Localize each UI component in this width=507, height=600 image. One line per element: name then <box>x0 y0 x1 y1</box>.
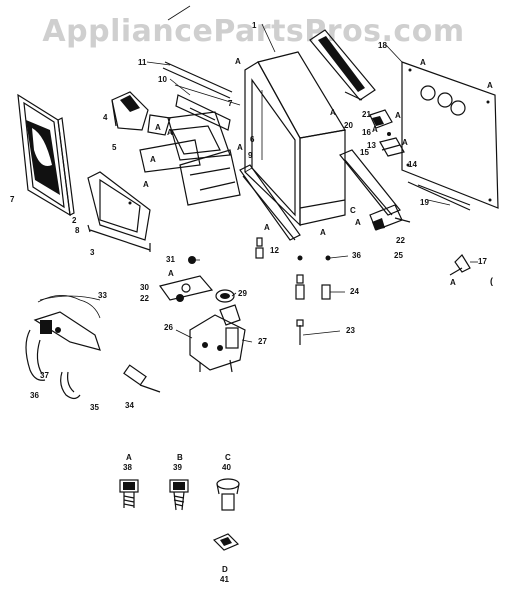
ref-a: A <box>320 228 326 237</box>
callout-36: 36 <box>30 391 39 400</box>
callout-2: 2 <box>72 216 77 225</box>
legend-b-letter: B <box>177 453 183 462</box>
ref-a: A <box>155 123 161 132</box>
part-clip-17: ( <box>449 254 493 286</box>
watermark-text: AppliancePartsPros.com <box>42 14 465 49</box>
part-rails <box>239 149 401 241</box>
callout-36b: 36 <box>352 251 361 260</box>
callout-26: 26 <box>164 323 173 332</box>
ref-a: A <box>402 138 408 147</box>
callout-20: 20 <box>344 121 353 130</box>
callout-3: 3 <box>90 248 95 257</box>
part-top-plate <box>309 29 376 101</box>
ref-a: A <box>330 108 336 117</box>
legend-a-letter: A <box>126 453 132 462</box>
callout-33: 33 <box>98 291 107 300</box>
part-bracket-4 <box>111 91 149 131</box>
callout-9: 9 <box>248 151 253 160</box>
callout-24: 24 <box>350 287 359 296</box>
ref-a: A <box>355 218 361 227</box>
part-lower-right-brackets <box>369 204 411 231</box>
callout-12: 12 <box>270 246 279 255</box>
part-lower-frame <box>87 171 151 252</box>
callout-27: 27 <box>258 337 267 346</box>
callout-18: 18 <box>378 41 387 50</box>
legend-c-letter: C <box>225 453 231 462</box>
part-pilot-assembly <box>25 295 161 400</box>
legend-c-number: 40 <box>222 463 231 472</box>
callout-14: 14 <box>408 160 417 169</box>
reference-letters: A A A A A A A A A A A A A A A A A C <box>143 57 493 287</box>
fastener-legend-labels: A 38 B 39 C 40 D 41 <box>123 453 231 584</box>
ref-a: A <box>264 223 270 232</box>
part-top-rod <box>162 61 241 106</box>
callout-10: 10 <box>158 75 167 84</box>
ref-a: A <box>143 180 149 189</box>
fastener-nut-d <box>212 533 240 551</box>
legend-b-number: 39 <box>173 463 182 472</box>
ref-c: C <box>350 206 356 215</box>
ref-a: A <box>237 143 243 152</box>
legend-a-number: 38 <box>123 463 132 472</box>
callout-35: 35 <box>90 403 99 412</box>
part-small-brackets <box>369 109 405 157</box>
callout-19: 19 <box>420 198 429 207</box>
ref-a: A <box>168 269 174 278</box>
callout-31: 31 <box>166 255 175 264</box>
ref-a: A <box>450 278 456 287</box>
part-plugs <box>255 237 331 345</box>
ref-a: A <box>235 57 241 66</box>
part-front-panel <box>17 93 75 217</box>
part-center-baffles <box>139 94 241 206</box>
part-side-panel <box>401 61 499 211</box>
callout-37: 37 <box>40 371 49 380</box>
callout-labels: 1 2 3 4 5 6 7 7 8 9 10 11 12 13 14 15 16… <box>10 21 487 412</box>
callout-11: 11 <box>138 58 147 67</box>
fastener-bolt-c <box>216 478 240 511</box>
ref-a: A <box>420 58 426 67</box>
callout-17: 17 <box>478 257 487 266</box>
ref-a: A <box>167 128 173 137</box>
callout-23: 23 <box>346 326 355 335</box>
legend-d-number: 41 <box>220 575 229 584</box>
callout-25: 25 <box>394 251 403 260</box>
callout-4: 4 <box>103 113 108 122</box>
callout-22b: 22 <box>140 294 149 303</box>
fastener-screw-a <box>119 479 139 508</box>
callout-29: 29 <box>238 289 247 298</box>
callout-6: 6 <box>250 135 255 144</box>
svg-text:(: ( <box>490 276 493 286</box>
ref-a: A <box>487 81 493 90</box>
callout-8: 8 <box>75 226 80 235</box>
ref-a: A <box>150 155 156 164</box>
stray-line <box>167 5 191 21</box>
callout-7-left: 7 <box>10 195 15 204</box>
callout-16: 16 <box>362 128 371 137</box>
callout-34: 34 <box>125 401 134 410</box>
callout-13: 13 <box>367 141 376 150</box>
callout-7-center: 7 <box>228 99 233 108</box>
part-gas-valve <box>189 304 246 373</box>
callout-21: 21 <box>362 110 371 119</box>
callout-5: 5 <box>112 143 117 152</box>
part-main-cabinet <box>244 51 346 227</box>
callout-30: 30 <box>140 283 149 292</box>
callout-1: 1 <box>252 21 257 30</box>
callout-15: 15 <box>360 148 369 157</box>
leader-lines <box>39 23 478 343</box>
legend-d-letter: D <box>222 565 228 574</box>
callout-22: 22 <box>396 236 405 245</box>
ref-a: A <box>372 125 378 134</box>
ref-a: A <box>395 111 401 120</box>
fastener-screw-b <box>169 479 189 511</box>
